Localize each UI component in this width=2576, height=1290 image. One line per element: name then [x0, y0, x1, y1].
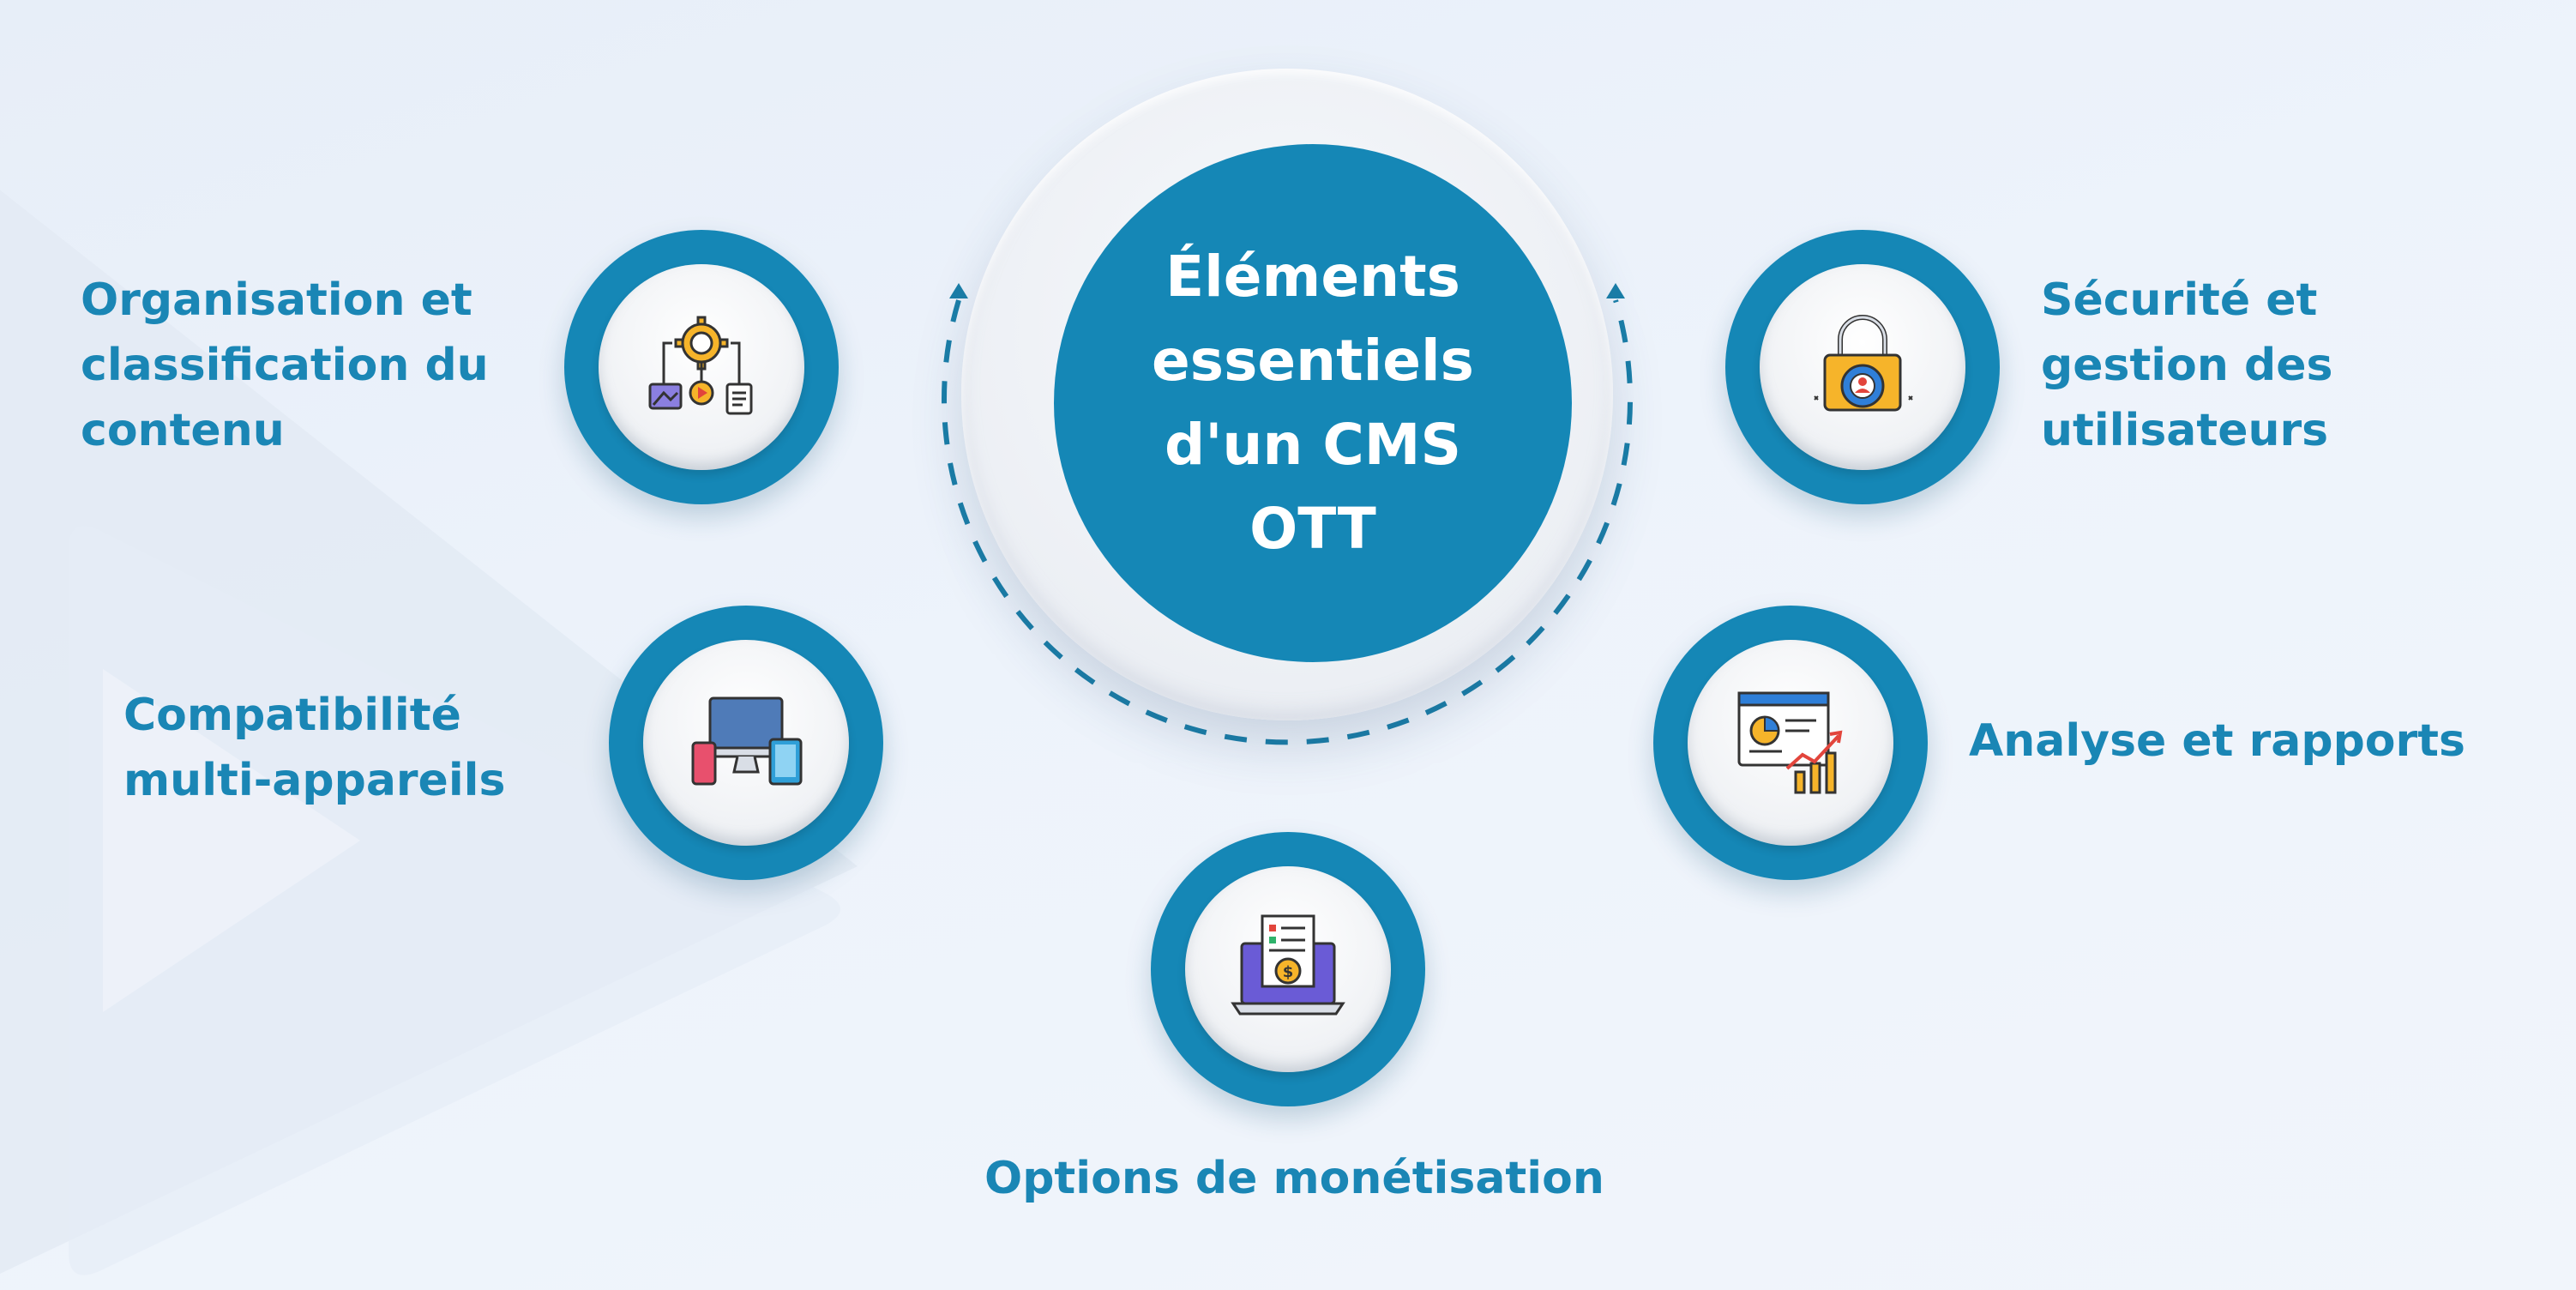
node-monetisation: $ [1151, 832, 1425, 1106]
label-securite: Sécurité et gestion des utilisateurs [2041, 274, 2333, 456]
label-organisation: Organisation et classification du conten… [81, 274, 489, 456]
laptop-payment-icon: $ [1231, 914, 1345, 1016]
node-compatibilite [609, 606, 883, 880]
node-disc [1760, 264, 1965, 470]
label-analyse: Analyse et rapports [1969, 715, 2465, 767]
analytics-chart-icon [1737, 691, 1843, 794]
node-disc [1688, 640, 1893, 846]
center-inner-circle: Éléments essentiels d'un CMS OTT [1054, 144, 1572, 662]
center-title: Éléments essentiels d'un CMS OTT [1152, 244, 1474, 562]
node-securite [1725, 230, 2000, 504]
node-analyse [1653, 606, 1928, 880]
padlock-user-icon [1814, 315, 1913, 412]
label-compatibilite: Compatibilité multi-appareils [123, 690, 506, 806]
node-organisation [564, 230, 839, 504]
label-monetisation: Options de monétisation [984, 1153, 1604, 1204]
center-hub: Éléments essentiels d'un CMS OTT [936, 69, 1639, 772]
dashed-arc [942, 283, 1633, 745]
node-disc [643, 640, 849, 846]
svg-text:$: $ [1283, 963, 1294, 981]
node-disc [599, 264, 804, 470]
center-outer-ring: Éléments essentiels d'un CMS OTT [961, 69, 1613, 720]
node-disc: $ [1185, 866, 1391, 1072]
multi-device-icon [691, 696, 803, 786]
content-workflow-icon [648, 316, 753, 415]
